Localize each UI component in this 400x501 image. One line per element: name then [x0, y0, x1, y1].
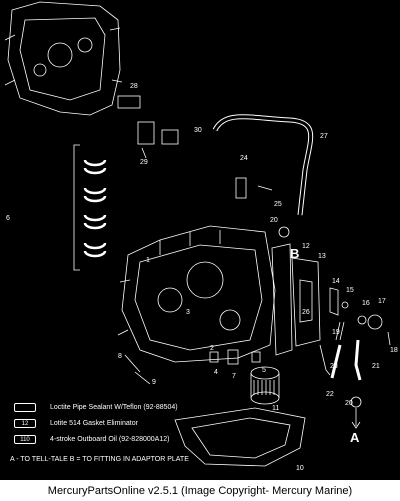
callout-28: 28 — [130, 83, 138, 90]
callout-6: 6 — [6, 215, 10, 222]
callout-2: 2 — [210, 345, 214, 352]
callout-7: 7 — [232, 373, 236, 380]
cylinder-block-main — [117, 225, 276, 363]
engine-block-top — [4, 1, 123, 116]
copyright-footer: MercuryPartsOnline v2.5.1 (Image Copyrig… — [0, 480, 400, 501]
callout-23: 23 — [330, 363, 338, 370]
callout-27: 27 — [320, 133, 328, 140]
part-13-cover-plate — [291, 257, 321, 347]
callout-29: 29 — [140, 159, 148, 166]
callout-1: 1 — [146, 257, 150, 264]
callout-20-top: 20 — [270, 217, 278, 224]
legend-text-outboard-oil: 4-stroke Outboard Oil (92-828000A12) — [50, 436, 170, 443]
part-20-clamp-top — [278, 226, 290, 238]
callout-labels: 6 28 29 30 27 24 25 20 12 13 14 15 16 17… — [6, 83, 398, 472]
part-4-plug — [209, 351, 219, 363]
callout-3: 3 — [186, 309, 190, 316]
callout-10: 10 — [296, 465, 304, 472]
diagram-note: A - TO TELL-TALE B = TO FITTING IN ADAPT… — [10, 456, 189, 463]
part-6-ring-bracket — [73, 144, 80, 271]
legend-item-outboard-oil: 110 4-stroke Outboard Oil (92-828000A12) — [14, 435, 169, 444]
callout-9: 9 — [152, 379, 156, 386]
callout-22: 22 — [326, 391, 334, 398]
part-19-spring — [335, 321, 345, 341]
callout-15: 15 — [346, 287, 354, 294]
part-12-gasket — [271, 243, 293, 356]
part-8-bolt — [124, 354, 141, 373]
callout-16: 16 — [362, 300, 370, 307]
part-22-fitting — [330, 344, 342, 379]
part-29-sensor — [137, 121, 155, 145]
callout-11: 11 — [272, 405, 279, 412]
callout-4: 4 — [214, 369, 218, 376]
part-21-hose — [354, 339, 362, 381]
part-15-nut — [341, 301, 349, 309]
legend-symbol-outboard-oil: 110 — [14, 435, 36, 444]
legend-item-pipe-sealant: Loctite Pipe Sealant W/Teflon (92-88504) — [14, 403, 178, 412]
callout-5: 5 — [262, 367, 266, 374]
callout-12: 12 — [302, 243, 310, 250]
legend-text-gasket-eliminator: Lotite 514 Gasket Eliminator — [50, 420, 138, 427]
part-24-clip — [235, 177, 247, 199]
part-30-connector — [161, 129, 179, 145]
callout-13: 13 — [318, 253, 326, 260]
callout-26: 26 — [302, 309, 310, 316]
callout-21: 21 — [372, 363, 380, 370]
legend-symbol-gasket-eliminator: 12 — [14, 419, 36, 428]
part-23-sender — [319, 344, 331, 376]
callout-20-bottom: 20 — [345, 400, 353, 407]
part-28-bracket — [117, 95, 141, 109]
marker-a: A — [350, 430, 360, 445]
part-7-plug — [227, 349, 239, 365]
part-10-adaptor-plate — [174, 407, 306, 467]
arrow-a — [351, 408, 361, 429]
callout-19: 19 — [332, 329, 340, 336]
part-18-pin — [387, 331, 391, 346]
callout-17: 17 — [378, 298, 386, 305]
callout-18: 18 — [390, 347, 398, 354]
legend-symbol-pipe-sealant — [14, 403, 36, 412]
legend-item-gasket-eliminator: 12 Lotite 514 Gasket Eliminator — [14, 419, 138, 428]
part-17-cap — [367, 314, 383, 330]
part-11-oil-filter — [250, 366, 280, 405]
legend-text-pipe-sealant: Loctite Pipe Sealant W/Teflon (92-88504) — [50, 404, 178, 411]
callout-8: 8 — [118, 353, 122, 360]
part-25-screw — [257, 185, 273, 191]
part-6-piston-rings — [83, 159, 107, 258]
part-14-valve — [329, 287, 339, 316]
part-9-bolt — [134, 371, 151, 385]
marker-b: B — [290, 246, 299, 261]
exploded-parts-diagram: 6 28 29 30 27 24 25 20 12 13 14 15 16 17… — [4, 1, 398, 472]
part-20-nut — [350, 396, 362, 408]
callout-24: 24 — [240, 155, 248, 162]
callout-30: 30 — [194, 127, 202, 134]
part-27-hose — [212, 114, 314, 216]
part-16-seal — [357, 315, 367, 325]
callout-14: 14 — [332, 278, 340, 285]
part-5-plug — [251, 351, 261, 363]
callout-25: 25 — [274, 201, 282, 208]
